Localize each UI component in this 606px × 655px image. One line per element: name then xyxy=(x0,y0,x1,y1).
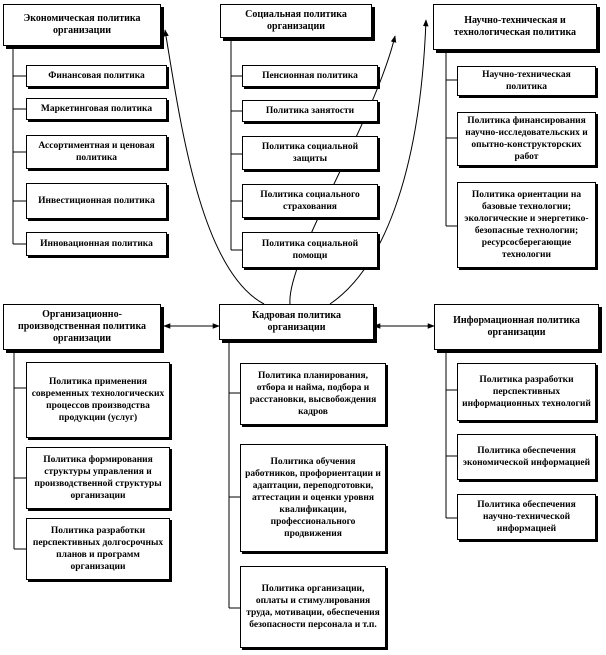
scitech-item: Политика ориентации на базовые технологи… xyxy=(457,182,596,268)
info-bracket xyxy=(445,350,457,519)
hr-item: Политика организации, оплаты и стимулиро… xyxy=(240,566,386,648)
hr-item: Политика обучения работников, профориент… xyxy=(240,444,386,552)
economic-policy-box: Экономическая политика организации xyxy=(3,4,161,46)
economic-bracket xyxy=(12,48,26,245)
economic-item: Финансовая политика xyxy=(26,65,167,87)
social-bracket xyxy=(230,40,242,251)
production-bracket xyxy=(13,350,26,550)
info-item: Политика обеспечения научно-технической … xyxy=(457,494,596,540)
arrow-hr-economic xyxy=(163,29,265,305)
social-item: Пенсионная политика xyxy=(242,65,378,87)
arrow-hr-scitech xyxy=(329,19,429,305)
production-item: Политика разработки перспективных долгос… xyxy=(26,518,170,580)
scitech-policy-box: Научно-техническая и технологическая пол… xyxy=(433,4,597,50)
social-policy-box: Социальная политика организации xyxy=(220,4,372,38)
social-item: Политика социальной помощи xyxy=(242,232,378,268)
scitech-bracket xyxy=(445,52,457,227)
production-item: Политика применения современных технолог… xyxy=(26,362,170,438)
hr-bracket xyxy=(228,340,240,609)
production-policy-box: Организационно-производственная политика… xyxy=(3,304,161,350)
info-item: Политика обеспечения экономической инфор… xyxy=(457,434,596,480)
social-item: Политика социального страхования xyxy=(242,184,378,218)
info-item: Политика разработки перспективных информ… xyxy=(457,363,596,421)
economic-item: Инвестиционная политика xyxy=(26,183,167,219)
scitech-item: Научно-техническая политика xyxy=(457,66,596,96)
production-item: Политика формирования структуры управлен… xyxy=(26,447,170,509)
scitech-item: Политика финансирования научно-исследова… xyxy=(457,112,596,166)
economic-item: Маркетинговая политика xyxy=(26,98,167,120)
social-item: Политика социальной защиты xyxy=(242,136,378,170)
social-item: Политика занятости xyxy=(242,100,378,122)
economic-item: Инновационная политика xyxy=(26,232,167,256)
info-policy-box: Информационная политика организации xyxy=(434,304,599,350)
economic-item: Ассортиментная и ценовая политика xyxy=(26,135,167,169)
hr-policy-box: Кадровая политика организации xyxy=(219,304,374,340)
hr-item: Политика планирования, отбора и найма, п… xyxy=(240,363,386,425)
